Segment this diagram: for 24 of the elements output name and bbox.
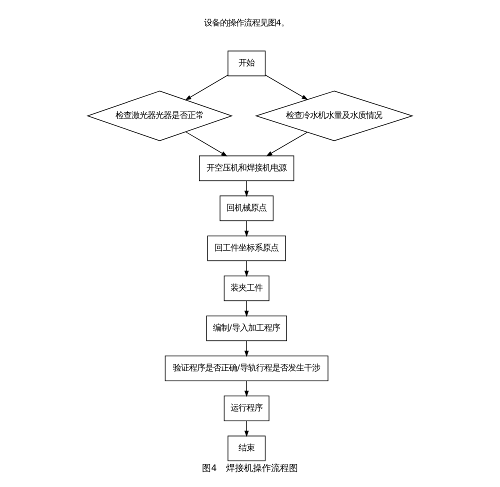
node-box: 回工件坐标系原点 xyxy=(207,236,286,262)
node-diamond: 检查冷水机水量及水质情况 xyxy=(254,90,414,142)
node-box: 结束 xyxy=(228,436,266,462)
arrow xyxy=(185,132,228,156)
node-diamond: 检查激光器光器是否正常 xyxy=(86,90,233,142)
label: 设备的操作流程见图4。 xyxy=(204,18,290,28)
arrow xyxy=(184,74,228,100)
node-box: 开空压机和焊接机电源 xyxy=(199,156,294,182)
node-box: 开始 xyxy=(228,50,266,76)
arrow xyxy=(244,340,249,357)
arrow xyxy=(244,380,249,397)
arrow xyxy=(266,132,308,156)
arrow xyxy=(244,420,249,438)
node-box: 验证程序是否正确/导轨行程是否发生干涉 xyxy=(164,356,328,382)
caption: 图4 焊接机操作流程图 xyxy=(202,464,298,474)
arrow xyxy=(265,74,308,100)
arrow xyxy=(244,300,249,317)
node-box: 装夹工件 xyxy=(224,276,270,302)
arrow xyxy=(244,220,249,237)
arrow xyxy=(244,260,249,277)
node-box: 回机械原点 xyxy=(220,196,274,222)
node-box: 编制/导入加工程序 xyxy=(206,316,287,342)
arrow xyxy=(244,180,249,197)
node-box: 运行程序 xyxy=(224,396,270,422)
